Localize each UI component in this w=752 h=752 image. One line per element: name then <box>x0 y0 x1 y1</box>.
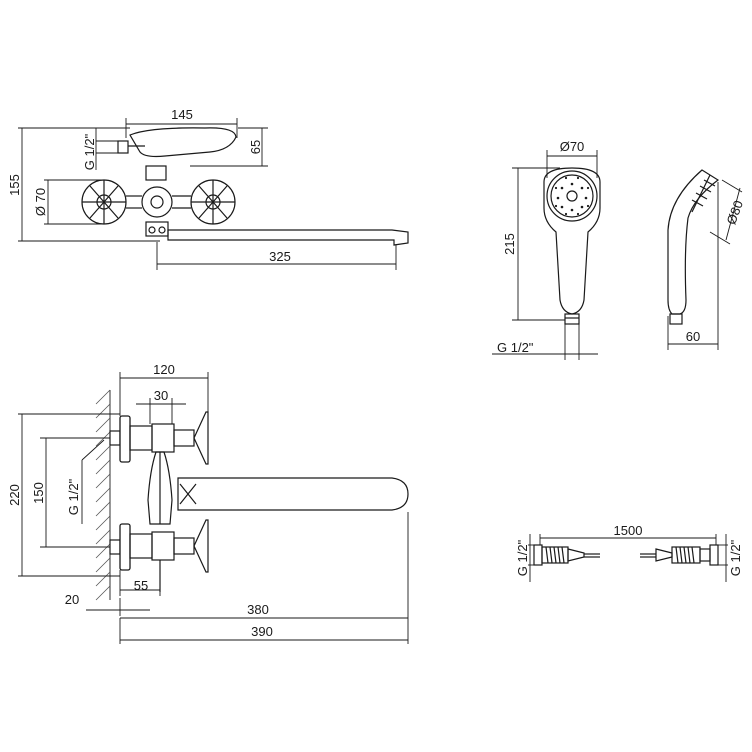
shower-diam80-label: Ø80 <box>724 198 747 226</box>
shower-60-label: 60 <box>686 329 700 344</box>
hose-thread-right-label: G 1/2" <box>728 539 743 576</box>
shower-head-front <box>543 167 601 325</box>
shower-thread-label: G 1/2" <box>497 340 534 355</box>
front-55-label: 55 <box>134 578 148 593</box>
faucet-front-view <box>109 411 409 592</box>
front-thread-label: G 1/2" <box>66 478 81 515</box>
top-dimensions: 145 65 G 1/2" 155 Ø 70 325 <box>7 107 397 270</box>
top-thread-label: G 1/2" <box>82 133 97 170</box>
faucet-top-view <box>81 127 409 246</box>
shower-hose <box>533 544 719 566</box>
front-150-label: 150 <box>31 482 46 504</box>
hose-thread-left-label: G 1/2" <box>515 539 530 576</box>
hose-1500-label: 1500 <box>614 523 643 538</box>
dim-65-label: 65 <box>248 140 263 154</box>
shower-215-label: 215 <box>502 233 517 255</box>
front-380-label: 380 <box>247 602 269 617</box>
front-390-label: 390 <box>251 624 273 639</box>
dim-325-label: 325 <box>269 249 291 264</box>
front-30-label: 30 <box>154 388 168 403</box>
shower-head-side <box>667 169 720 325</box>
dim-155-label: 155 <box>7 174 22 196</box>
hose-dimensions: 1500 G 1/2" G 1/2" <box>515 523 743 582</box>
dim-145-label: 145 <box>171 107 193 122</box>
shower-diam70-label: Ø70 <box>560 139 585 154</box>
front-dimensions: 120 30 220 150 G 1/2" 55 20 380 <box>7 362 409 644</box>
front-20-label: 20 <box>65 592 79 607</box>
wall-hatching <box>95 389 111 601</box>
dim-diam70-label: Ø 70 <box>33 188 48 216</box>
front-120-label: 120 <box>153 362 175 377</box>
shower-head-front-dims: Ø70 215 G 1/2" <box>492 139 598 360</box>
front-220-label: 220 <box>7 484 22 506</box>
